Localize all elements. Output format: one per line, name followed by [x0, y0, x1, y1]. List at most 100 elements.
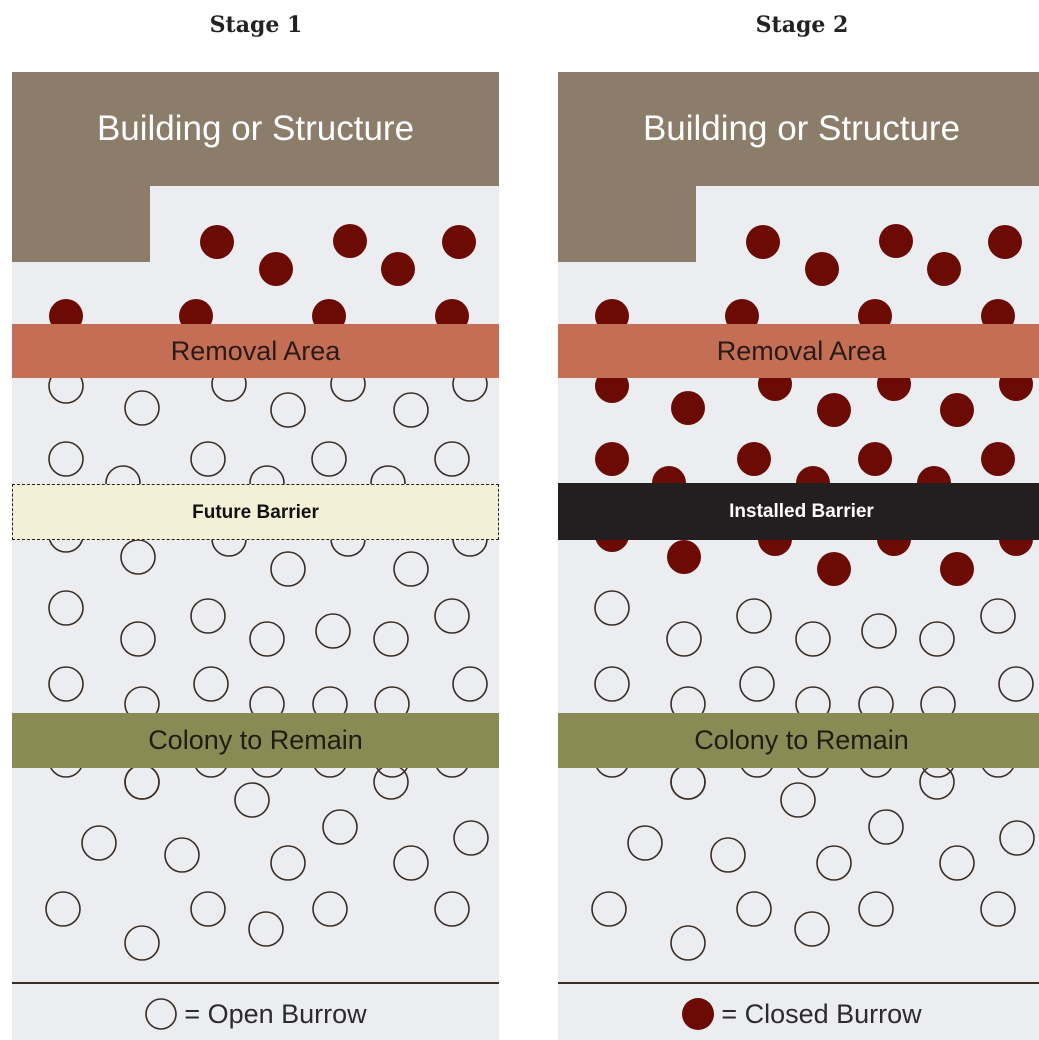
open-burrow: [120, 539, 156, 575]
open-burrow: [591, 891, 627, 927]
stage-2-title: Stage 2: [755, 12, 849, 38]
open-burrow: [868, 809, 904, 845]
open-burrow: [248, 911, 284, 947]
open-burrow: [980, 891, 1016, 927]
open-burrow: [998, 666, 1034, 702]
open-burrow: [249, 621, 285, 657]
removal-area-band: Removal Area: [12, 324, 499, 378]
legend: = Closed Burrow: [558, 988, 1039, 1040]
open-burrow: [48, 590, 84, 626]
open-burrow: [861, 613, 897, 649]
open-burrow: [270, 392, 306, 428]
open-burrow: [999, 820, 1035, 856]
open-burrow: [124, 764, 160, 800]
closed-burrow: [988, 225, 1022, 259]
closed-burrow: [940, 393, 974, 427]
open-burrow: [373, 764, 409, 800]
open-burrow: [919, 621, 955, 657]
open-burrow: [794, 911, 830, 947]
open-burrow: [594, 666, 630, 702]
legend: = Open Burrow: [12, 988, 499, 1040]
legend-divider: [558, 982, 1039, 984]
open-burrow: [393, 551, 429, 587]
building-corner: [12, 186, 150, 262]
open-burrow: [666, 621, 702, 657]
closed-burrow: [927, 252, 961, 286]
open-burrow: [193, 666, 229, 702]
open-burrow: [594, 590, 630, 626]
open-burrow: [919, 764, 955, 800]
open-burrow: [124, 390, 160, 426]
open-burrow: [190, 891, 226, 927]
open-burrow: [48, 441, 84, 477]
open-burrow: [124, 925, 160, 961]
open-burrow: [434, 598, 470, 634]
colony-to-remain-band: Colony to Remain: [558, 713, 1039, 768]
closed-burrow: [858, 442, 892, 476]
building-label: Building or Structure: [642, 109, 961, 148]
closed-burrow: [200, 225, 234, 259]
open-burrow: [816, 845, 852, 881]
open-burrow: [48, 666, 84, 702]
open-burrow: [393, 392, 429, 428]
removal-area-band: Removal Area: [558, 324, 1039, 378]
closed-burrow: [595, 442, 629, 476]
open-burrow: [434, 441, 470, 477]
closed-burrow: [746, 225, 780, 259]
stage-1-title: Stage 1: [209, 12, 303, 38]
closed-burrow: [333, 224, 367, 258]
open-burrow: [453, 820, 489, 856]
closed-burrow-icon: [682, 998, 715, 1030]
open-burrow: [452, 666, 488, 702]
building-label: Building or Structure: [96, 109, 415, 148]
closed-burrow: [805, 252, 839, 286]
closed-burrow: [671, 391, 705, 425]
closed-burrow: [817, 552, 851, 586]
open-burrow: [270, 551, 306, 587]
open-burrow: [190, 441, 226, 477]
building-corner: [558, 186, 696, 262]
open-burrow: [980, 598, 1016, 634]
building-block: [12, 72, 499, 186]
open-burrow: [670, 764, 706, 800]
open-burrow: [939, 845, 975, 881]
open-burrow: [434, 891, 470, 927]
stage-1-panel: Building or Structure Removal Area Futur…: [12, 72, 499, 1040]
open-burrow: [234, 782, 270, 818]
colony-to-remain-band: Colony to Remain: [12, 713, 499, 768]
open-burrow: [710, 837, 746, 873]
open-burrow: [795, 621, 831, 657]
open-burrow: [270, 845, 306, 881]
closed-burrow: [879, 224, 913, 258]
closed-burrow: [940, 552, 974, 586]
open-burrow: [190, 598, 226, 634]
building-block: [558, 72, 1039, 186]
open-burrow: [393, 845, 429, 881]
open-burrow: [315, 613, 351, 649]
legend-text: = Closed Burrow: [721, 998, 922, 1029]
closed-burrow: [981, 442, 1015, 476]
open-burrow: [858, 891, 894, 927]
closed-burrow: [737, 442, 771, 476]
open-burrow: [312, 891, 348, 927]
open-burrow-icon: [145, 998, 178, 1030]
open-burrow: [45, 891, 81, 927]
stage-2-panel: Building or Structure Removal Area Insta…: [558, 72, 1039, 1040]
closed-burrow: [442, 225, 476, 259]
open-burrow: [670, 925, 706, 961]
open-burrow: [780, 782, 816, 818]
open-burrow: [164, 837, 200, 873]
closed-burrow: [259, 252, 293, 286]
open-burrow: [739, 666, 775, 702]
legend-text: = Open Burrow: [184, 998, 367, 1029]
open-burrow: [373, 621, 409, 657]
open-burrow: [736, 891, 772, 927]
open-burrow: [736, 598, 772, 634]
future-barrier-band: Future Barrier: [12, 484, 499, 540]
installed-barrier-band: Installed Barrier: [558, 483, 1039, 540]
open-burrow: [627, 825, 663, 861]
legend-divider: [12, 982, 499, 984]
open-burrow: [322, 809, 358, 845]
open-burrow: [120, 621, 156, 657]
closed-burrow: [381, 252, 415, 286]
